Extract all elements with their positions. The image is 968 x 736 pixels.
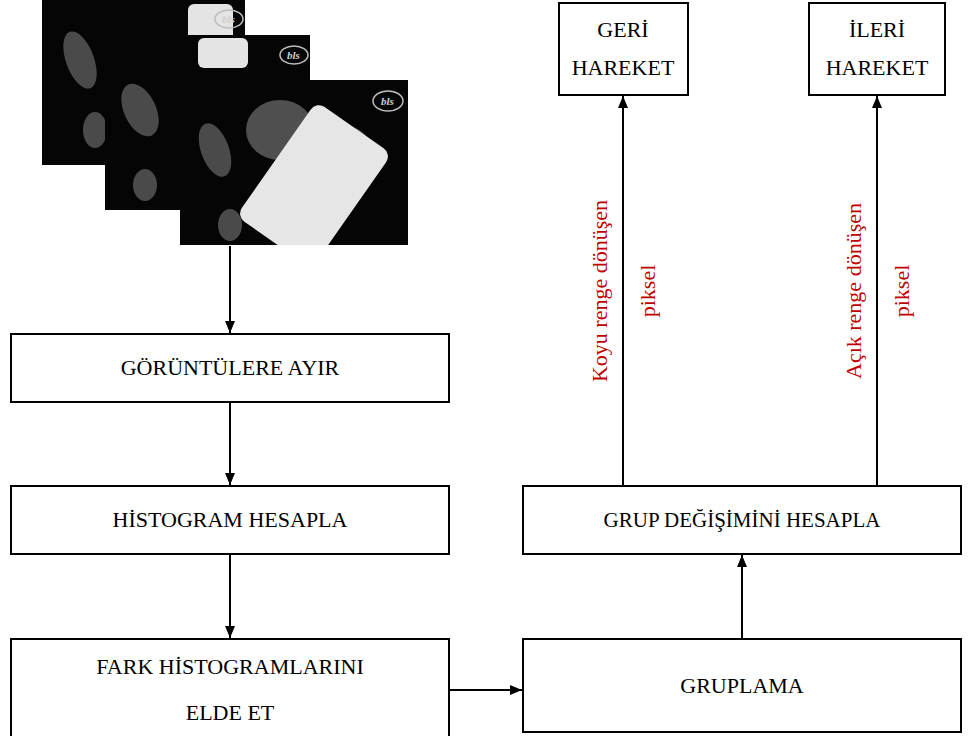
- edge-label: Açık renge dönüşen piksel: [829, 183, 925, 398]
- process-box: GRUPLAMA: [522, 638, 962, 733]
- box-label: GRUP DEĞİŞİMİNİ HESAPLA: [604, 507, 881, 533]
- flow-arrow: [229, 246, 231, 333]
- flow-arrow: [876, 96, 878, 485]
- process-box: GRUP DEĞİŞİMİNİ HESAPLA: [522, 485, 962, 555]
- box-label: GRUPLAMA: [680, 673, 803, 699]
- flow-arrow: [622, 96, 624, 485]
- logo-text: bls: [381, 95, 394, 107]
- box-label: HİSTOGRAM HESAPLA: [113, 507, 348, 533]
- process-box: HİSTOGRAM HESAPLA: [10, 485, 450, 555]
- result-box: GERİ HAREKET: [558, 2, 689, 96]
- box-label: FARK HİSTOGRAMLARINI ELDE ET: [70, 644, 390, 736]
- box-label: GÖRÜNTÜLERE AYIR: [121, 355, 340, 381]
- edge-label: Koyu renge dönüşen piksel: [575, 183, 671, 398]
- result-box: İLERİ HAREKET: [808, 2, 946, 96]
- flow-arrow: [229, 555, 231, 638]
- process-box: FARK HİSTOGRAMLARINI ELDE ET: [10, 638, 450, 736]
- logo-text: bls: [287, 49, 300, 61]
- logo-text: bls: [222, 13, 235, 25]
- box-label: İLERİ HAREKET: [818, 11, 936, 87]
- flow-arrow: [229, 403, 231, 485]
- flow-arrow: [741, 555, 743, 638]
- video-frame: [180, 80, 408, 245]
- box-label: GERİ HAREKET: [568, 11, 679, 87]
- process-box: GÖRÜNTÜLERE AYIR: [10, 333, 450, 403]
- flow-arrow: [450, 689, 522, 691]
